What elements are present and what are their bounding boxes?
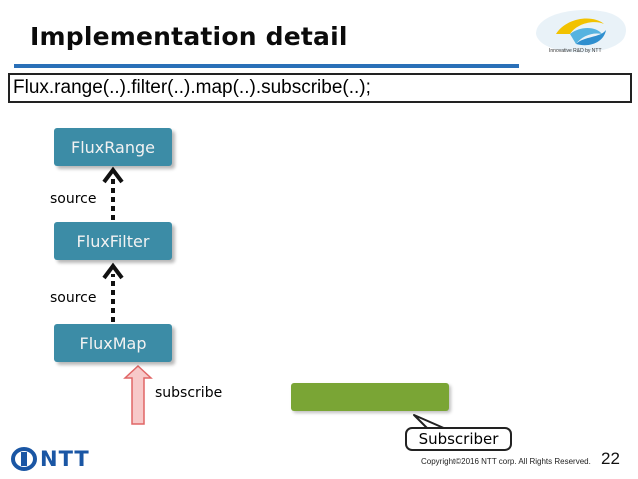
logo-caption: Innovative R&D by NTT [549,48,602,54]
node-flux-range: FluxRange [54,128,172,166]
swirl-logo-icon [536,10,626,53]
ntt-logo-icon [10,446,38,477]
subscriber-callout: Subscriber [405,427,512,451]
page-number: 22 [601,449,620,468]
subscribe-label: subscribe [155,385,223,401]
callout-pointer [413,414,447,430]
source-arrow-filter-to-range [102,166,124,220]
edge-label-source-1: source [50,191,97,207]
ntt-brand-text: NTT [40,447,90,471]
subscriber-box [291,383,449,411]
title-underline [14,64,519,68]
node-flux-map: FluxMap [54,324,172,362]
ntt-innovation-logo [526,4,634,62]
edge-label-source-2: source [50,290,97,306]
subscribe-arrow [123,364,153,425]
code-box [8,73,632,103]
code-line: Flux.range(..).filter(..).map(..).subscr… [13,77,371,98]
node-flux-filter: FluxFilter [54,222,172,260]
source-arrow-map-to-filter [102,262,124,322]
copyright-text: Copyright©2016 NTT corp. All Rights Rese… [421,457,591,466]
slide-title: Implementation detail [30,22,348,51]
